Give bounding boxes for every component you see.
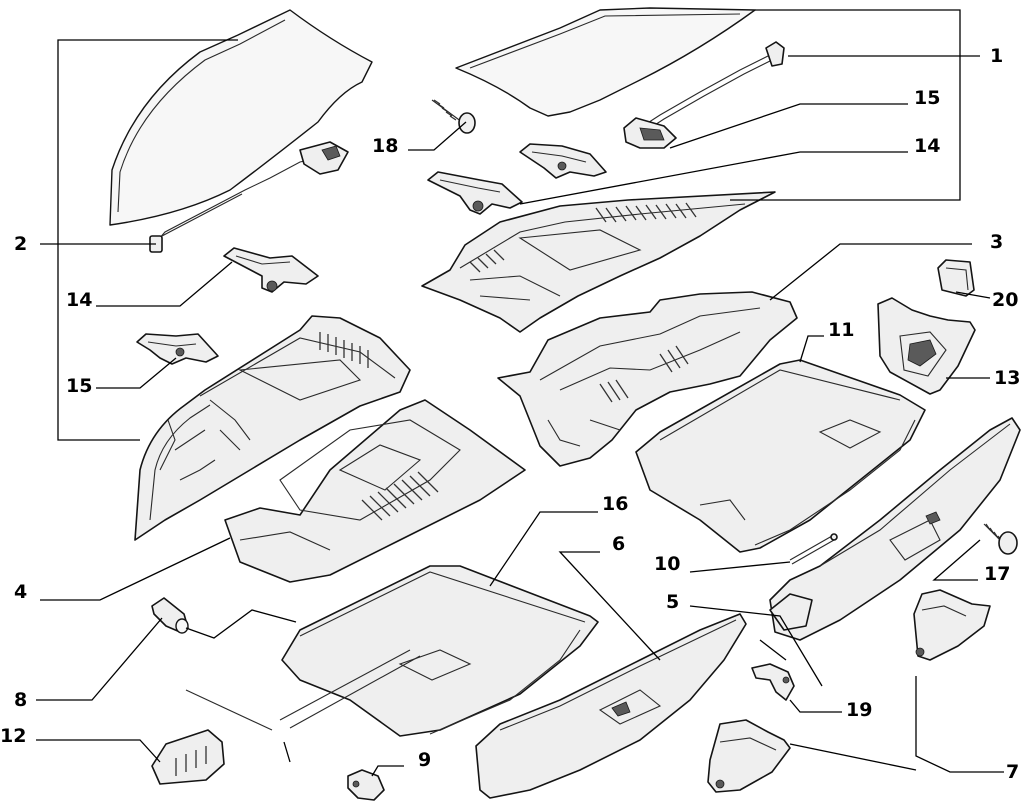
callout-6: 6 (612, 533, 625, 555)
screw-17 (983, 523, 1018, 555)
tray-upper-3 (497, 291, 798, 467)
callout-15-right: 15 (914, 87, 940, 109)
damper-rod-right (623, 41, 785, 149)
hinge-right-15 (519, 143, 607, 179)
lid-door-5 (769, 417, 1021, 641)
latch-right-7 (913, 589, 991, 661)
callout-7: 7 (1006, 761, 1019, 783)
callout-16: 16 (602, 493, 628, 515)
lid-panel-right (455, 7, 756, 117)
callout-10: 10 (654, 553, 680, 575)
callout-12: 12 (0, 725, 26, 747)
lid-door-6 (475, 613, 747, 799)
glovebox-11 (635, 359, 926, 553)
callout-15-left: 15 (66, 375, 92, 397)
frame-right (421, 191, 776, 333)
bracket-12 (151, 729, 225, 785)
callout-14-right: 14 (914, 135, 940, 157)
callout-5: 5 (666, 591, 679, 613)
callout-20: 20 (992, 289, 1018, 311)
lid-panel-left (109, 9, 373, 226)
callout-19: 19 (846, 699, 872, 721)
callout-18: 18 (372, 135, 398, 157)
callout-1: 1 (990, 45, 1003, 67)
callout-8: 8 (14, 689, 27, 711)
hinge-left-14 (223, 247, 319, 293)
panel-13 (877, 297, 976, 395)
callout-3: 3 (990, 231, 1003, 253)
callout-2: 2 (14, 233, 27, 255)
callout-14-left: 14 (66, 289, 92, 311)
hinge-left-15 (136, 333, 219, 365)
bracket-20 (937, 259, 975, 297)
callout-17: 17 (984, 563, 1010, 585)
callout-13: 13 (994, 367, 1020, 389)
callout-labels: 1 15 18 14 2 3 20 14 11 13 15 16 6 10 17… (0, 45, 1020, 783)
hinge-right-14 (427, 171, 523, 215)
latch-19 (751, 663, 795, 701)
clip-8 (151, 597, 189, 634)
screw-18 (431, 99, 476, 134)
leader-lines (36, 9, 1004, 777)
screw-10 (789, 533, 838, 565)
clip-9 (347, 769, 385, 801)
callout-11: 11 (828, 319, 854, 341)
glovebox-16 (185, 565, 599, 737)
callout-9: 9 (418, 749, 431, 771)
tray-lower-left (224, 399, 526, 583)
frame-left (134, 315, 411, 541)
latch-lower-7 (707, 719, 791, 793)
callout-4: 4 (14, 581, 27, 603)
